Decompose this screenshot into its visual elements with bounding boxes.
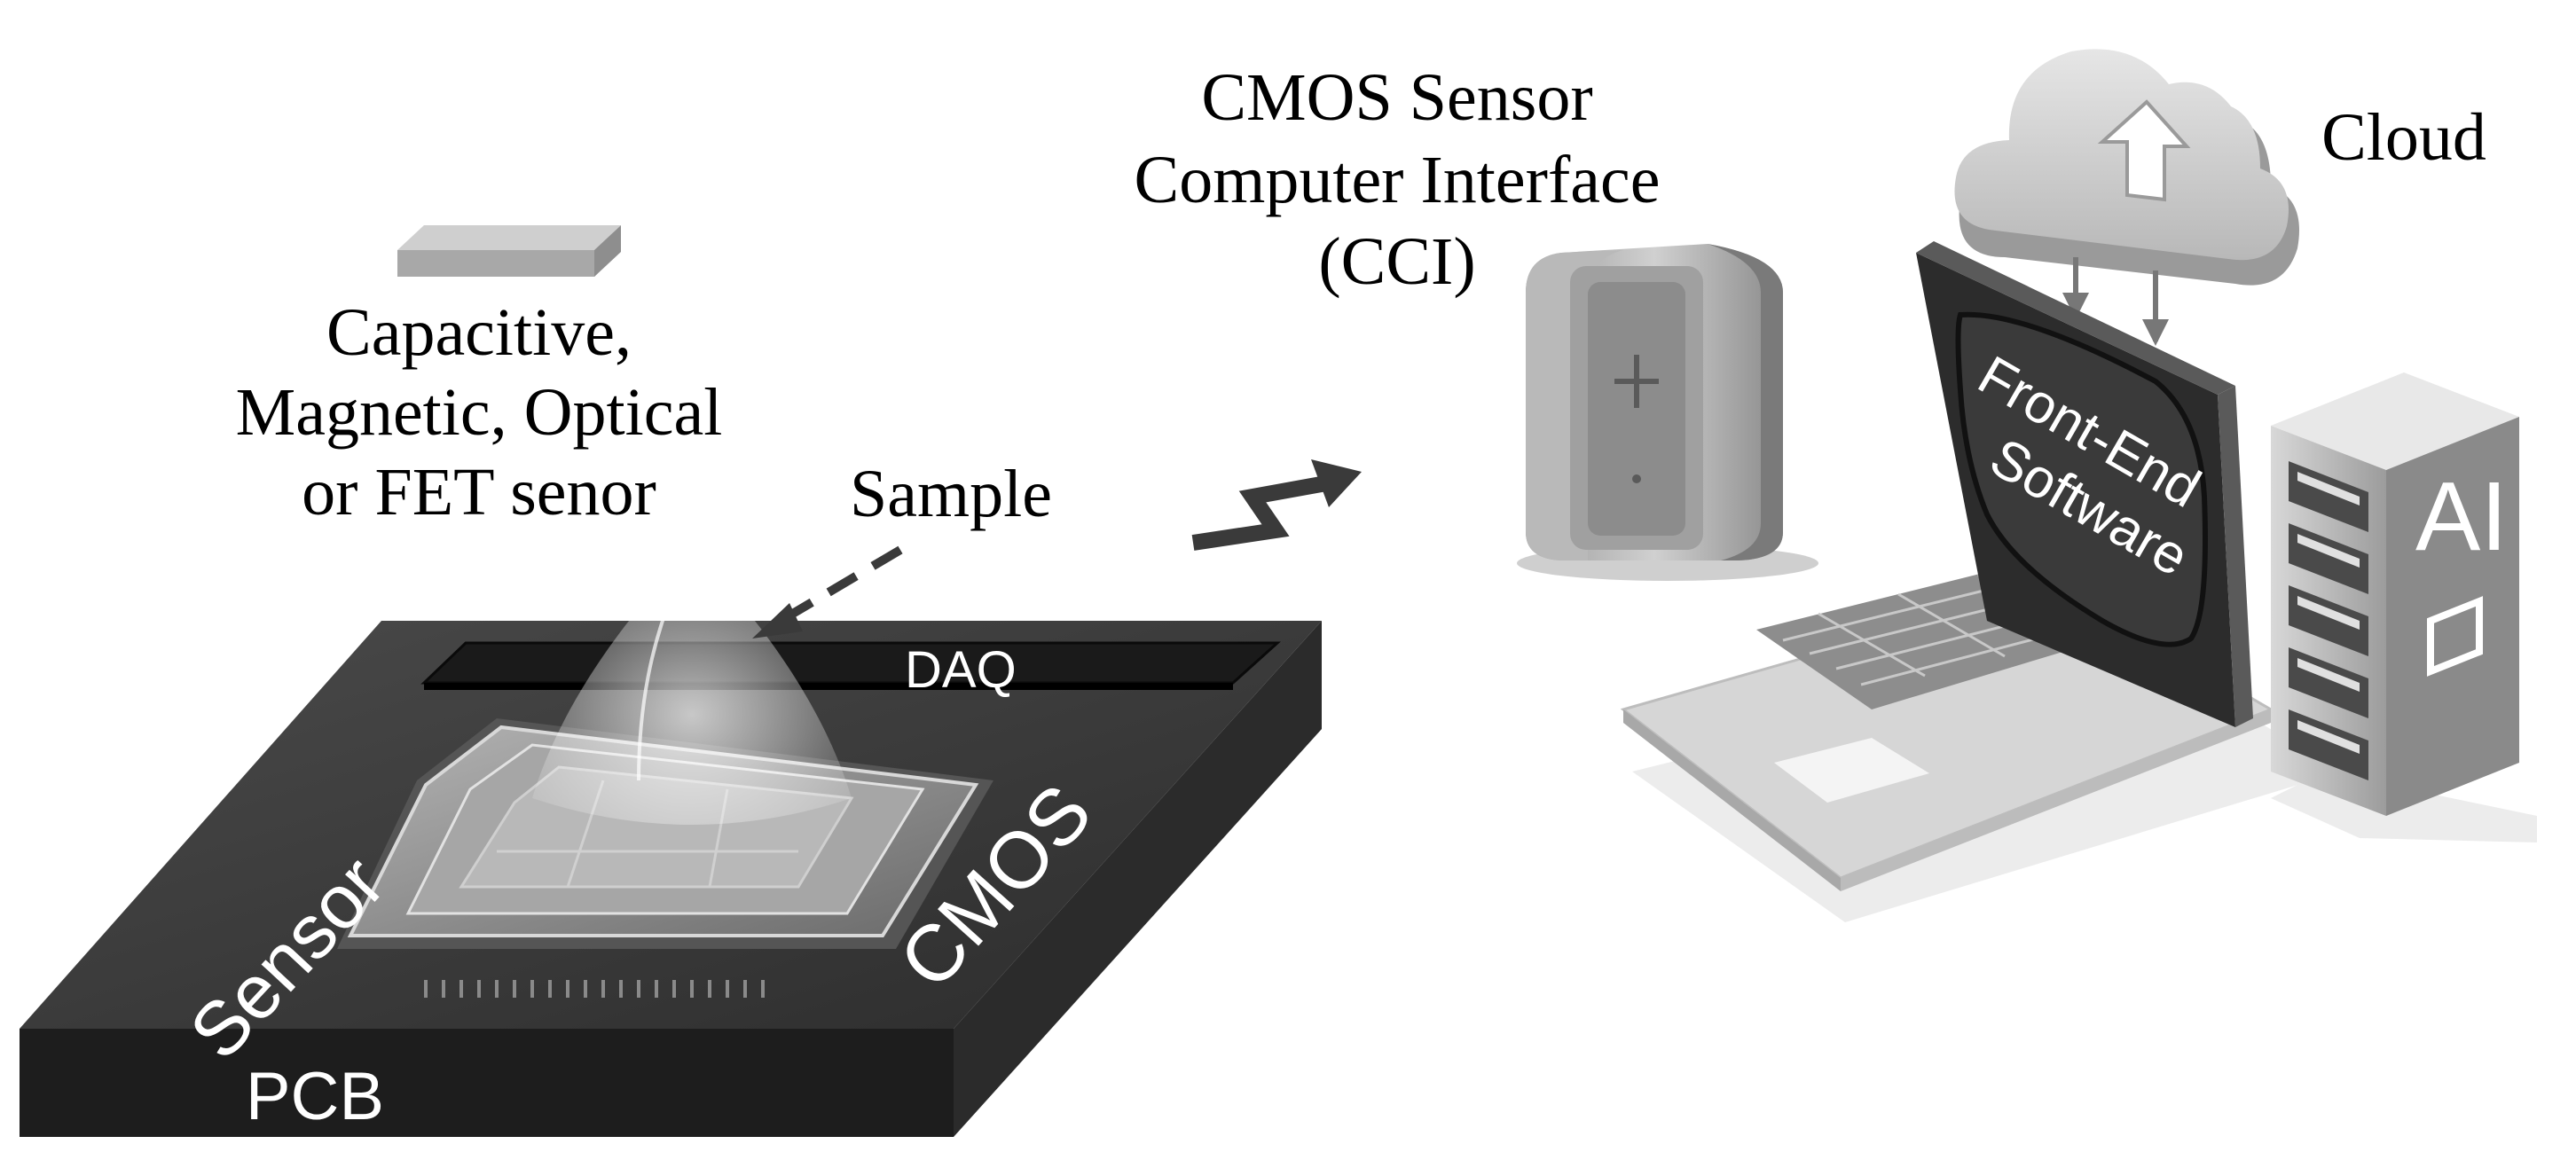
ai-server-icon: AI	[2271, 372, 2537, 842]
cci-line-2: Computer Interface	[1135, 143, 1661, 217]
ai-label: AI	[2415, 462, 2508, 571]
cci-line-3: (CCI)	[1318, 224, 1475, 299]
cci-line-1: CMOS Sensor	[1201, 60, 1592, 135]
wireless-signal-icon	[1191, 459, 1362, 551]
sample-droplet-icon	[532, 549, 852, 825]
sensor-types-line-2: Magnetic, Optical	[236, 375, 723, 450]
daq-label: DAQ	[905, 641, 1017, 699]
sensor-types-line-1: Capacitive,	[326, 295, 632, 370]
cci-label: CMOS Sensor Computer Interface (CCI)	[1135, 60, 1661, 299]
cloud-label: Cloud	[2321, 100, 2486, 175]
sensor-types-label: Capacitive, Magnetic, Optical or FET sen…	[236, 295, 723, 529]
sample-pointer-arrow	[752, 545, 903, 639]
cci-device-icon	[1517, 244, 1818, 581]
cloud-upload-icon	[1954, 49, 2299, 346]
chip-pins	[424, 980, 765, 998]
pcb-label: PCB	[246, 1059, 384, 1134]
laptop-icon: Front-End Software	[1620, 241, 2342, 922]
sample-label: Sample	[850, 457, 1052, 531]
sensor-chip-icon	[397, 225, 621, 277]
sensor-types-line-3: or FET senor	[302, 455, 656, 529]
